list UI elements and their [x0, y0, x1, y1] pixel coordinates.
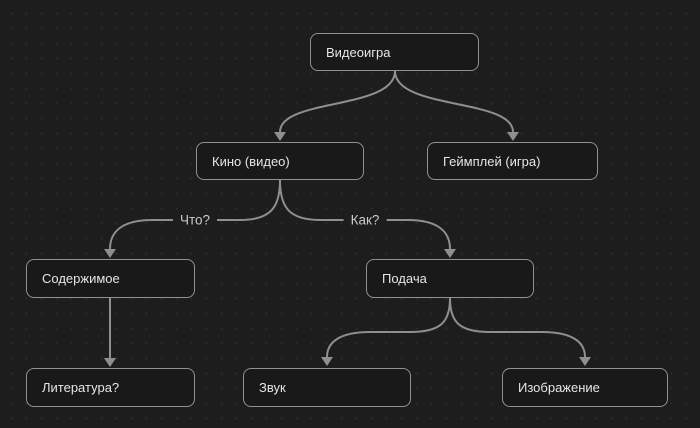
arrowhead-image: [579, 357, 591, 366]
arrowhead-literature: [104, 358, 116, 367]
edge-videogame-gameplay: [394, 70, 514, 133]
node-sound-label: Звук: [259, 380, 286, 395]
node-image[interactable]: Изображение: [502, 368, 668, 407]
edge-label-how[interactable]: Как?: [343, 211, 387, 229]
node-cinema-label: Кино (видео): [212, 153, 290, 169]
arrowhead-gameplay: [507, 132, 519, 141]
node-gameplay-label: Геймплей (игра): [443, 153, 541, 169]
arrowhead-sound: [321, 357, 333, 366]
arrowhead-presentation: [444, 249, 456, 258]
edge-label-what[interactable]: Что?: [172, 211, 218, 229]
node-gameplay[interactable]: Геймплей (игра): [427, 142, 598, 180]
node-literature[interactable]: Литература?: [26, 368, 195, 407]
node-literature-label: Литература?: [42, 380, 120, 395]
edge-presentation-image: [449, 297, 586, 358]
edge-videogame-cinema: [279, 70, 396, 133]
node-videogame[interactable]: Видеоигра: [310, 33, 479, 71]
node-image-label: Изображение: [518, 380, 600, 395]
node-cinema[interactable]: Кино (видео): [196, 142, 364, 180]
node-presentation[interactable]: Подача: [366, 259, 534, 298]
arrowhead-cinema: [274, 132, 286, 141]
node-presentation-label: Подача: [382, 271, 427, 286]
arrowhead-content: [104, 249, 116, 258]
node-sound[interactable]: Звук: [243, 368, 411, 407]
edge-presentation-sound: [326, 297, 451, 358]
node-content[interactable]: Содержимое: [26, 259, 195, 298]
node-videogame-label: Видеоигра: [326, 44, 391, 60]
node-content-label: Содержимое: [42, 271, 120, 286]
